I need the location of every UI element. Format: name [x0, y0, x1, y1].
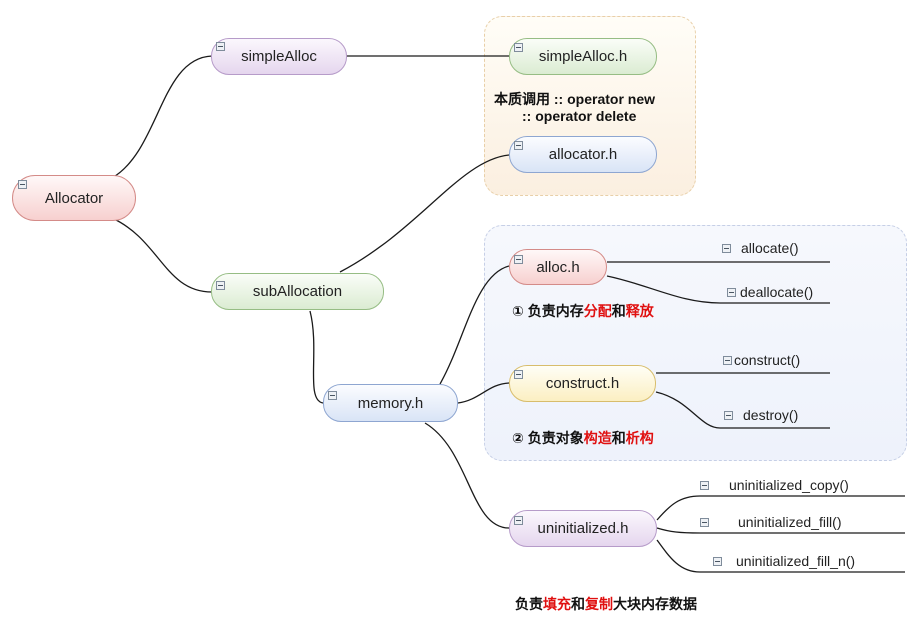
collapse-toggle-icon[interactable]	[514, 141, 523, 150]
connector-root-simplealloc	[111, 55, 213, 179]
construct-note-prefix: ② 负责对象	[512, 430, 584, 446]
construct-note-highlight-1: 构造	[583, 430, 612, 446]
node-alloc-h-label: alloc.h	[536, 258, 580, 276]
leaf-allocate-label: allocate()	[741, 240, 799, 256]
collapse-toggle-icon[interactable]	[724, 411, 733, 420]
collapse-toggle-icon[interactable]	[328, 391, 337, 400]
leaf-uninitialized-fill-n-label: uninitialized_fill_n()	[736, 553, 856, 569]
construct-note-mid: 和	[611, 430, 626, 446]
leaf-uninitialized-copy[interactable]: uninitialized_copy()	[700, 477, 849, 493]
leaf-construct-label: construct()	[734, 352, 801, 368]
leaf-uninitialized-fill-label: uninitialized_fill()	[738, 514, 842, 530]
alloc-note-mid: 和	[611, 303, 626, 319]
collapse-toggle-icon[interactable]	[727, 288, 736, 297]
node-alloc-h[interactable]: alloc.h	[509, 249, 607, 285]
node-simplealloc-label: simpleAlloc	[241, 48, 317, 65]
connector-memoryh-uninitializedh	[424, 422, 510, 529]
node-memory-h[interactable]: memory.h	[323, 384, 458, 422]
uninit-note-prefix: 负责	[515, 596, 543, 612]
node-allocator-h-label: allocator.h	[548, 146, 618, 163]
leaf-destroy-label: destroy()	[743, 407, 799, 423]
node-construct-h-label: construct.h	[545, 375, 620, 392]
collapse-toggle-icon[interactable]	[723, 356, 732, 365]
connector-alloch-deallocate	[606, 275, 830, 304]
leaf-construct[interactable]: construct()	[723, 352, 800, 368]
alloc-note-prefix: ① 负责内存	[512, 303, 584, 319]
leaf-destroy[interactable]: destroy()	[724, 407, 798, 423]
construct-note-highlight-2: 析构	[625, 430, 654, 446]
node-simplealloc-h[interactable]: simpleAlloc.h	[509, 38, 657, 75]
collapse-toggle-icon[interactable]	[700, 518, 709, 527]
node-construct-h[interactable]: construct.h	[509, 365, 656, 402]
connector-suballocation-allocatorh	[339, 154, 510, 273]
connector-root-suballocation	[111, 217, 213, 293]
collapse-toggle-icon[interactable]	[18, 180, 27, 189]
node-suballocation-label: subAllocation	[252, 283, 343, 300]
connector-suballocation-memoryh	[309, 310, 324, 404]
collapse-toggle-icon[interactable]	[216, 42, 225, 51]
uninit-note-mid: 和	[571, 596, 585, 612]
leaf-uninitialized-copy-label: uninitialized_copy()	[729, 477, 849, 493]
leaf-uninitialized-fill[interactable]: uninitialized_fill()	[700, 514, 842, 530]
leaf-deallocate[interactable]: deallocate()	[727, 284, 813, 300]
root-node-allocator[interactable]: Allocator	[12, 175, 136, 221]
root-node-label: Allocator	[44, 189, 104, 207]
construct-note: ② 负责对象构造和析构	[512, 428, 654, 448]
leaf-deallocate-label: deallocate()	[740, 284, 814, 300]
leaf-allocate[interactable]: allocate()	[722, 240, 799, 256]
leaf-uninitialized-fill-n[interactable]: uninitialized_fill_n()	[713, 553, 855, 569]
connector-uninit-fill	[656, 527, 905, 534]
collapse-toggle-icon[interactable]	[514, 370, 523, 379]
connector-uninit-copy	[656, 495, 905, 521]
node-simplealloc-h-label: simpleAlloc.h	[538, 48, 628, 65]
collapse-toggle-icon[interactable]	[514, 43, 523, 52]
node-uninitialized-h-label: uninitialized.h	[537, 520, 629, 537]
connector-memoryh-alloch	[439, 265, 510, 385]
collapse-toggle-icon[interactable]	[713, 557, 722, 566]
uninit-note-highlight-2: 复制	[585, 596, 613, 612]
alloc-note-highlight-1: 分配	[583, 303, 612, 319]
collapse-toggle-icon[interactable]	[216, 281, 225, 290]
alloc-note-highlight-2: 释放	[625, 303, 654, 319]
uninit-note-highlight-1: 填充	[543, 596, 571, 612]
uninitialized-note: 负责填充和复制大块内存数据	[515, 594, 697, 614]
connector-constructh-destroy	[655, 391, 830, 429]
collapse-toggle-icon[interactable]	[514, 255, 523, 264]
node-suballocation[interactable]: subAllocation	[211, 273, 384, 310]
connector-uninit-fill-n	[656, 539, 905, 573]
connector-memoryh-constructh	[457, 382, 510, 404]
uninit-note-suffix: 大块内存数据	[613, 596, 697, 612]
operator-note-line1: 本质调用 :: operator new	[494, 91, 656, 107]
operator-note-line2: :: operator delete	[522, 108, 637, 124]
collapse-toggle-icon[interactable]	[722, 244, 731, 253]
alloc-note: ① 负责内存分配和释放	[512, 301, 654, 321]
node-simplealloc[interactable]: simpleAlloc	[211, 38, 347, 75]
node-uninitialized-h[interactable]: uninitialized.h	[509, 510, 657, 547]
node-allocator-h[interactable]: allocator.h	[509, 136, 657, 173]
node-memory-h-label: memory.h	[357, 394, 424, 412]
collapse-toggle-icon[interactable]	[514, 516, 523, 525]
collapse-toggle-icon[interactable]	[700, 481, 709, 490]
